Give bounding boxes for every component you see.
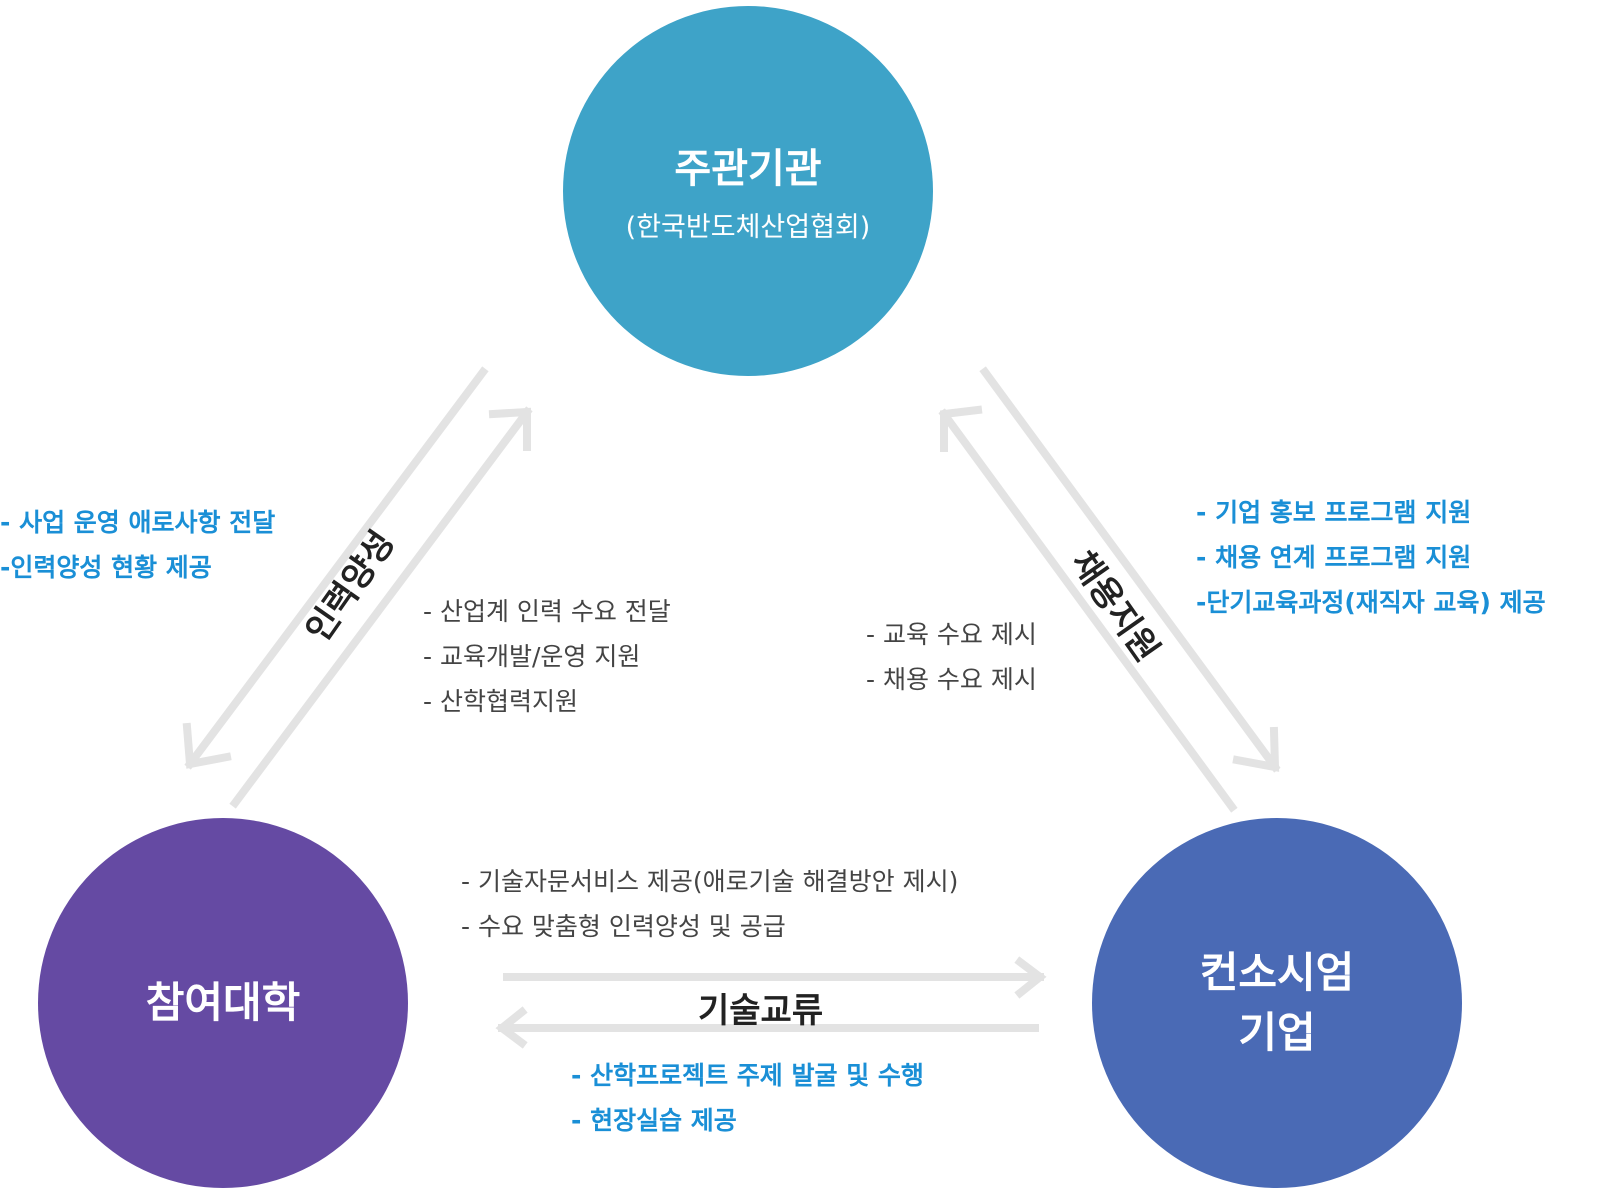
hub-to-company-notes: - 기업 홍보 프로그램 지원 - 채용 연계 프로그램 지원 -단기교육과정(… (1196, 490, 1546, 625)
note-item: - 산학프로젝트 주제 발굴 및 수행 (571, 1061, 924, 1090)
note-item: - 산학협력지원 (423, 687, 578, 716)
arrow-hub-to-company (979, 366, 1281, 773)
note-item: -인력양성 현황 제공 (0, 553, 212, 582)
note-item: - 현장실습 제공 (571, 1106, 737, 1135)
note-item: - 산업계 인력 수요 전달 (423, 597, 671, 626)
company-node: 컨소시엄 기업 (1092, 818, 1462, 1188)
note-item: - 교육 수요 제시 (866, 620, 1037, 649)
university-title: 참여대학 (145, 978, 301, 1027)
arrow-university-to-company (503, 956, 1047, 999)
arrow-company-to-university (495, 1006, 1039, 1049)
hub-to-university-notes: - 산업계 인력 수요 전달 - 교육개발/운영 지원 - 산학협력지원 (423, 589, 671, 724)
note-item: -단기교육과정(재직자 교육) 제공 (1196, 588, 1546, 617)
note-item: - 채용 연계 프로그램 지원 (1196, 543, 1472, 572)
company-to-hub-notes: - 교육 수요 제시 - 채용 수요 제시 (866, 612, 1037, 702)
university-to-company-notes: - 기술자문서비스 제공(애로기술 해결방안 제시) - 수요 맞춤형 인력양성… (461, 859, 958, 949)
university-to-hub-notes: - 사업 운영 애로사항 전달 -인력양성 현황 제공 (0, 500, 275, 590)
note-item: - 수요 맞춤형 인력양성 및 공급 (461, 912, 786, 941)
edge-label-university-company: 기술교류 (698, 991, 824, 1031)
hub-title: 주관기관 (674, 145, 822, 192)
university-node: 참여대학 (38, 818, 408, 1188)
hub-subtitle: (한국반도체산업협회) (625, 211, 871, 243)
note-item: - 기업 홍보 프로그램 지원 (1196, 498, 1472, 527)
company-title-line1: 컨소시엄 (1199, 948, 1355, 997)
company-to-university-notes: - 산학프로젝트 주제 발굴 및 수행 - 현장실습 제공 (571, 1053, 924, 1143)
note-item: - 교육개발/운영 지원 (423, 642, 641, 671)
hub-node: 주관기관 (한국반도체산업협회) (563, 6, 933, 376)
arrow-hub-to-university (182, 366, 489, 770)
note-item: - 기술자문서비스 제공(애로기술 해결방안 제시) (461, 867, 959, 896)
arrow-university-to-hub (229, 406, 533, 809)
arrow-company-to-hub (938, 405, 1238, 813)
note-item: - 사업 운영 애로사항 전달 (0, 508, 276, 537)
note-item: - 채용 수요 제시 (866, 665, 1037, 694)
company-title-line2: 기업 (1238, 1008, 1316, 1057)
